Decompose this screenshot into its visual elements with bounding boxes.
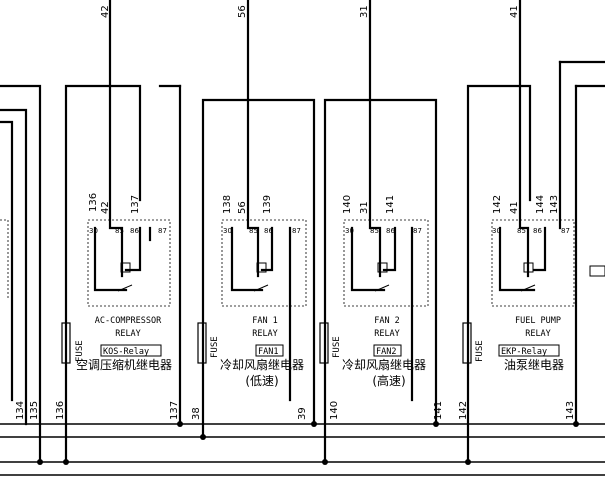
pin-label: 30: [345, 227, 354, 235]
pin-label: 87: [292, 227, 301, 235]
relay-code: FAN2: [376, 347, 396, 357]
pin-label: 30: [89, 227, 98, 235]
relay-wire-number: 41: [509, 201, 520, 214]
bottom-wire-number: 39: [297, 407, 308, 420]
relay-fuel-pump: [462, 0, 605, 465]
relay-cn-name: 冷却风扇继电器: [342, 357, 426, 372]
relay-code: KOS-Relay: [103, 347, 149, 357]
left-partial-circuit: [0, 84, 43, 465]
relay-cn-name: 冷却风扇继电器: [220, 357, 304, 372]
bottom-wire-number: 134: [15, 401, 26, 420]
fuse-label: FUSE: [75, 340, 85, 362]
relay-ac-compressor: [61, 0, 183, 465]
pin-label: 85: [517, 227, 526, 235]
relay-wire-number: 56: [237, 201, 248, 214]
relay-wire-number: 31: [359, 201, 370, 214]
relay-cn-subtitle: (高速): [372, 373, 405, 388]
top-wire-number: 41: [509, 5, 520, 18]
relay-wire-number: 138: [222, 195, 233, 214]
relay-fan-1: [197, 0, 317, 440]
pin-label: 86: [533, 227, 542, 235]
relay-cn-name: 油泵继电器: [504, 358, 564, 372]
relay-name: RELAY: [252, 329, 278, 339]
relay-wire-number: 143: [549, 195, 560, 214]
relay-code: FAN1: [258, 347, 278, 357]
relay-wire-number: 42: [100, 201, 111, 214]
fuse-label: FUSE: [332, 336, 342, 358]
relay-cn-name: 空调压缩机继电器: [76, 357, 172, 372]
relay-wire-number: 139: [262, 195, 273, 214]
bottom-wire-number: 141: [433, 401, 444, 420]
fuse-label: FUSE: [475, 340, 485, 362]
pin-label: 85: [249, 227, 258, 235]
pin-label: 87: [413, 227, 422, 235]
bottom-wire-number: 143: [565, 401, 576, 420]
relay-name: RELAY: [525, 329, 551, 339]
pin-label: 85: [370, 227, 379, 235]
bottom-wire-number: 135: [29, 401, 40, 420]
pin-label: 87: [561, 227, 570, 235]
pin-label: 30: [492, 227, 501, 235]
bottom-wire-number: 137: [169, 401, 180, 420]
pin-label: 86: [386, 227, 395, 235]
bottom-wire-number: 140: [329, 401, 340, 420]
bottom-wire-number: 136: [55, 401, 66, 420]
top-wire-number: 42: [100, 5, 111, 18]
pin-label: 87: [158, 227, 167, 235]
pin-label: 30: [223, 227, 232, 235]
relay-name: FAN 2: [374, 316, 400, 326]
relay-wire-number: 137: [130, 195, 141, 214]
top-wire-number: 56: [237, 5, 248, 18]
relay-cn-subtitle: (低速): [245, 374, 278, 388]
relay-wire-number: 142: [492, 195, 503, 214]
relay-wire-number: 144: [535, 195, 546, 214]
relay-fan-2: [319, 0, 439, 465]
relay-wire-number: 140: [342, 195, 353, 214]
pin-label: 86: [264, 227, 273, 235]
bus-lines: [0, 423, 605, 476]
bottom-wire-number: 38: [191, 407, 202, 420]
fuse-label: FUSE: [210, 336, 220, 358]
relay-name: RELAY: [115, 329, 141, 339]
relay-wire-number: 141: [385, 195, 396, 214]
top-wire-number: 31: [359, 5, 370, 18]
relay-name: RELAY: [374, 329, 400, 339]
relay-name: FUEL PUMP: [515, 316, 561, 326]
relay-name: FAN 1: [252, 316, 278, 326]
relay-code: EKP-Relay: [501, 347, 547, 357]
bottom-wire-number: 142: [458, 401, 469, 420]
pin-label: 86: [130, 227, 139, 235]
relay-name: AC-COMPRESSOR: [95, 316, 162, 326]
relay-wire-number: 136: [88, 193, 99, 212]
pin-label: 85: [115, 227, 124, 235]
